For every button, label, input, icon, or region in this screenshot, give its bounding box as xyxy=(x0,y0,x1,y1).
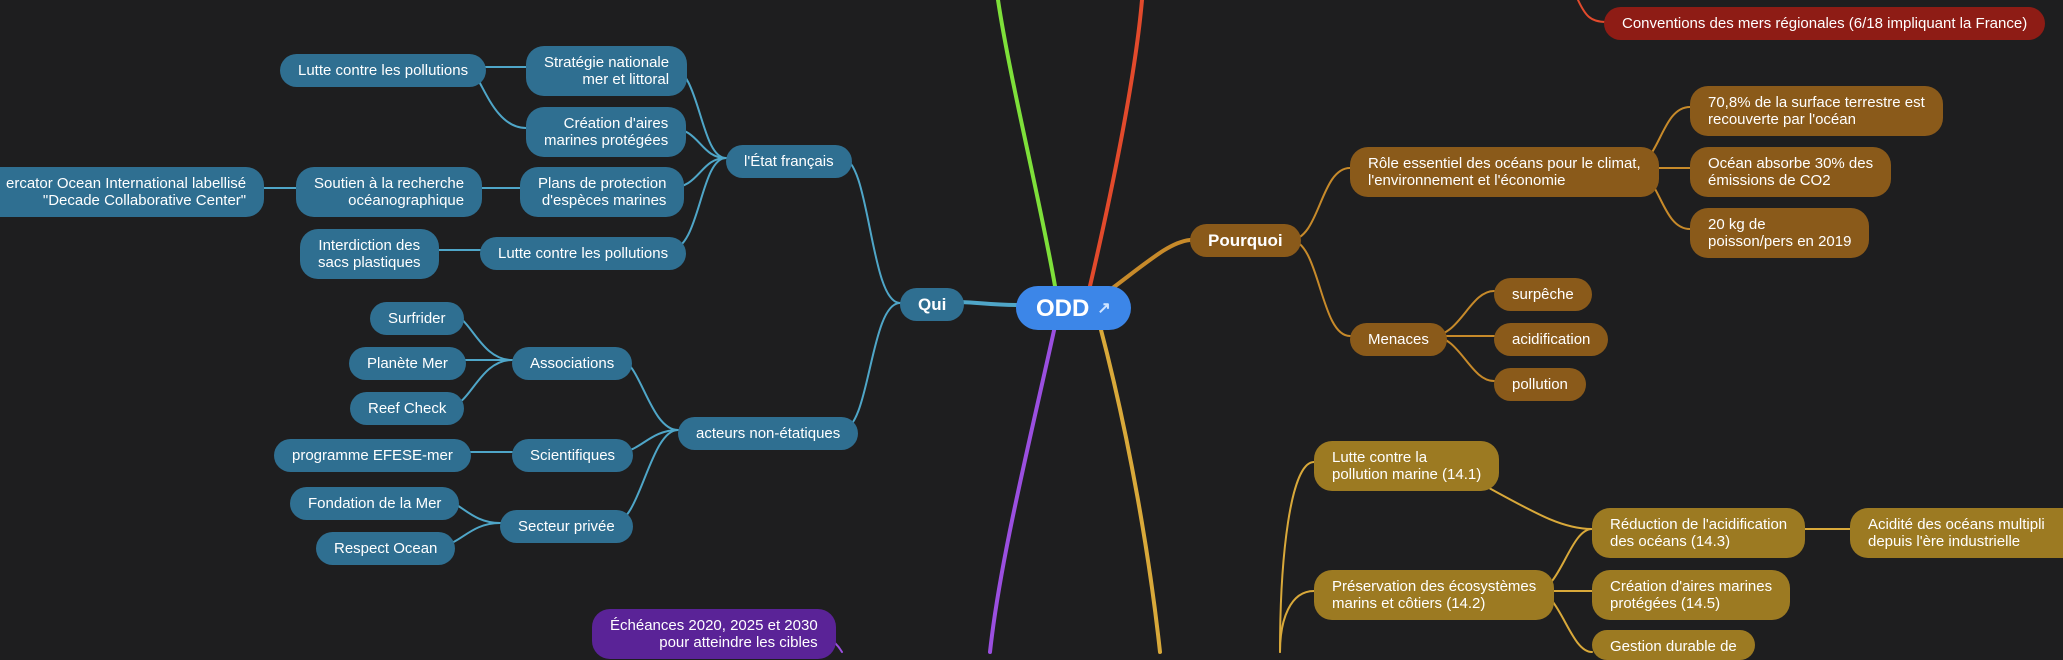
menaces-node[interactable]: Menaces xyxy=(1350,323,1447,356)
respect-node[interactable]: Respect Ocean xyxy=(316,532,456,565)
lutte-marine-node[interactable]: Lutte contre la pollution marine (14.1) xyxy=(1314,441,1500,491)
gestion-node[interactable]: Gestion durable de xyxy=(1592,630,1755,660)
branch-green xyxy=(996,0,1057,288)
acteurs-node[interactable]: acteurs non-étatiques xyxy=(678,417,859,450)
acidite-node[interactable]: Acidité des océans multipli depuis l'ère… xyxy=(1850,508,2063,558)
scientifiques-node[interactable]: Scientifiques xyxy=(512,439,634,472)
lutte-child-node[interactable]: Lutte contre les pollutions xyxy=(280,54,487,87)
branch-qui xyxy=(956,300,1018,307)
qui-node[interactable]: Qui xyxy=(900,288,965,321)
surface-node[interactable]: 70,8% de la surface terrestre est recouv… xyxy=(1690,86,1943,136)
lutte-node[interactable]: Lutte contre les pollutions xyxy=(480,237,687,270)
preservation-node[interactable]: Préservation des écosystèmes marins et c… xyxy=(1314,570,1555,620)
soutien-node[interactable]: Soutien à la recherche océanographique xyxy=(296,167,483,217)
poisson-node[interactable]: 20 kg de poisson/pers en 2019 xyxy=(1690,208,1870,258)
branch-pourquoi xyxy=(1108,238,1192,292)
reef-check-node[interactable]: Reef Check xyxy=(350,392,465,425)
sacs-node[interactable]: Interdiction des sacs plastiques xyxy=(300,229,439,279)
conventions-node[interactable]: Conventions des mers régionales (6/18 im… xyxy=(1604,7,2046,40)
strategie-node[interactable]: Stratégie nationale mer et littoral xyxy=(526,46,688,96)
efese-node[interactable]: programme EFESE-mer xyxy=(274,439,471,472)
planete-mer-node[interactable]: Planète Mer xyxy=(349,347,466,380)
pollution-node[interactable]: pollution xyxy=(1494,368,1586,401)
branch-objectifs xyxy=(1098,324,1162,654)
mercator-node[interactable]: ercator Ocean International labellisé "D… xyxy=(0,167,265,217)
branch-red xyxy=(1088,0,1144,288)
surfrider-node[interactable]: Surfrider xyxy=(370,302,464,335)
root-label: ODD xyxy=(1036,294,1090,322)
associations-node[interactable]: Associations xyxy=(512,347,633,380)
branch-purple xyxy=(988,324,1057,654)
surpeche-node[interactable]: surpêche xyxy=(1494,278,1592,311)
absorbe-node[interactable]: Océan absorbe 30% des émissions de CO2 xyxy=(1690,147,1892,197)
external-link-icon[interactable]: ↗ xyxy=(1097,299,1111,317)
etat-node[interactable]: l'État français xyxy=(726,145,852,178)
acidification-node[interactable]: acidification xyxy=(1494,323,1609,356)
role-node[interactable]: Rôle essentiel des océans pour le climat… xyxy=(1350,147,1659,197)
creation-node[interactable]: Création d'aires marines protégées (14.5… xyxy=(1592,570,1791,620)
fondation-node[interactable]: Fondation de la Mer xyxy=(290,487,460,520)
plans-node[interactable]: Plans de protection d'espèces marines xyxy=(520,167,685,217)
reduction-node[interactable]: Réduction de l'acidification des océans … xyxy=(1592,508,1806,558)
aires-node[interactable]: Création d'aires marines protégées xyxy=(526,107,687,157)
root-node[interactable]: ODD ↗ xyxy=(1016,286,1131,330)
pourquoi-node[interactable]: Pourquoi xyxy=(1190,224,1301,257)
echeances-node[interactable]: Échéances 2020, 2025 et 2030 pour attein… xyxy=(592,609,836,659)
secteur-prive-node[interactable]: Secteur privée xyxy=(500,510,633,543)
